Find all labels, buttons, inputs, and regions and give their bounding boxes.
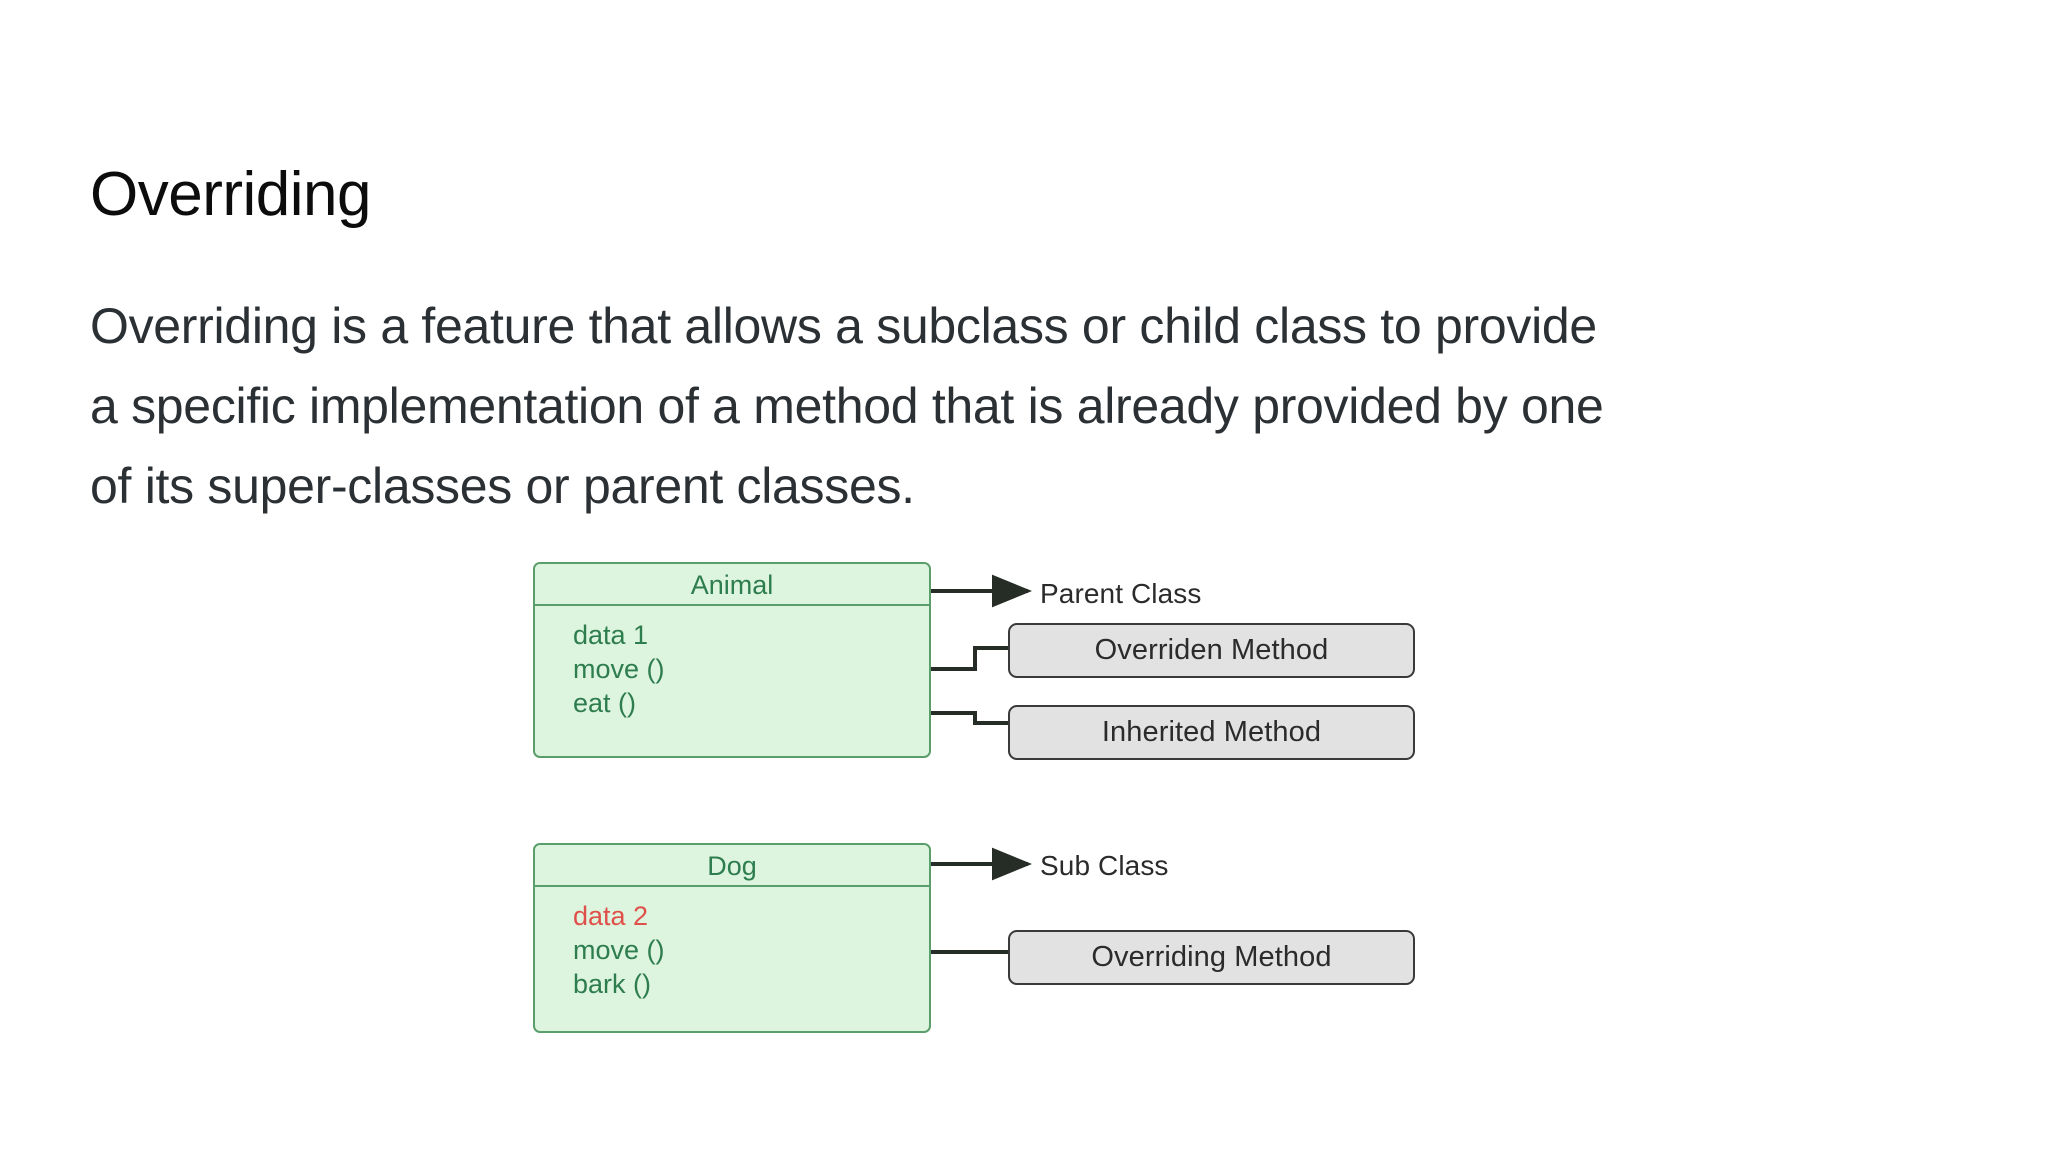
class-member: data 1 bbox=[573, 620, 649, 650]
paragraph-line-2: a specific implementation of a method th… bbox=[90, 378, 1604, 434]
label-sub-class: Sub Class bbox=[1040, 850, 1169, 881]
note-inherited-method[interactable]: Inherited Method bbox=[1008, 705, 1415, 760]
class-members-animal: data 1 move () eat () bbox=[535, 606, 929, 720]
note-overriding-method[interactable]: Overriding Method bbox=[1008, 930, 1415, 985]
paragraph-line-1: Overriding is a feature that allows a su… bbox=[90, 298, 1597, 354]
class-member: move () bbox=[573, 654, 665, 684]
class-member: eat () bbox=[573, 688, 637, 718]
paragraph-line-3: of its super-classes or parent classes. bbox=[90, 458, 915, 514]
note-overriden-method[interactable]: Overriden Method bbox=[1008, 623, 1415, 678]
label-parent-class: Parent Class bbox=[1040, 578, 1202, 609]
class-box-dog[interactable]: Dog data 2 move () bark () bbox=[533, 843, 931, 1033]
class-member: bark () bbox=[573, 969, 652, 999]
class-name-dog: Dog bbox=[535, 845, 929, 887]
class-member: move () bbox=[573, 935, 665, 965]
class-box-animal[interactable]: Animal data 1 move () eat () bbox=[533, 562, 931, 758]
class-member: data 2 bbox=[573, 901, 649, 931]
page-title: Overriding bbox=[90, 159, 372, 229]
body-paragraph: Overriding is a feature that allows a su… bbox=[90, 286, 1960, 526]
class-members-dog: data 2 move () bark () bbox=[535, 887, 929, 1001]
class-name-animal: Animal bbox=[535, 564, 929, 606]
